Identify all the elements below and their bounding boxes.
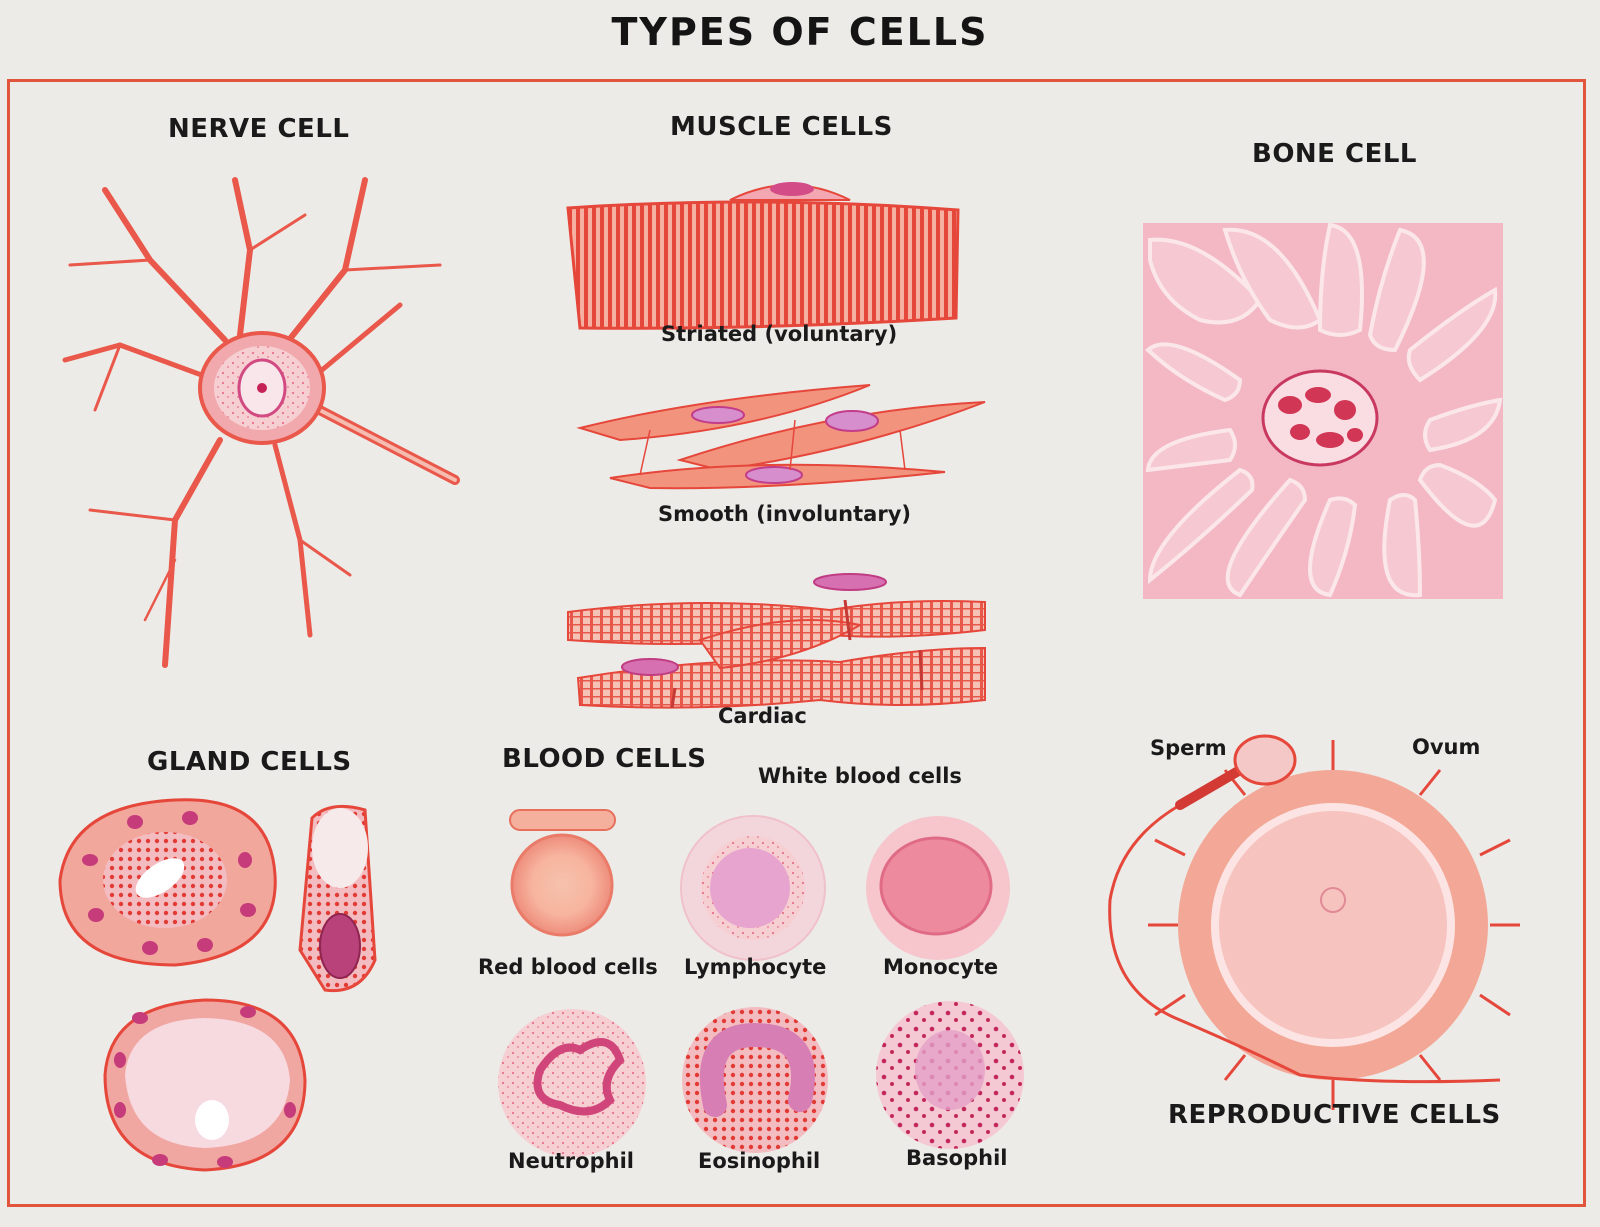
nerve-cell [62,177,460,668]
rbc-top-view [510,833,614,937]
smooth-muscle [576,384,986,490]
nerve-nucleolus [257,383,267,393]
white-blood-cells-label: White blood cells [758,764,962,788]
ovum-cell [1148,740,1520,1110]
basophil-cell [876,1001,1024,1149]
cardiac-muscle [567,573,986,709]
reproductive-cells [1108,734,1520,1110]
lymphocyte-label: Lymphocyte [684,955,827,979]
sperm-cell [1108,734,1501,1084]
bone-cell-label: BONE CELL [1252,139,1417,169]
gland-cells-label: GLAND CELLS [147,747,352,777]
reproductive-cells-label: REPRODUCTIVE CELLS [1168,1100,1501,1130]
blood-cells [498,809,1024,1157]
bone-cell [1143,222,1503,599]
blood-cells-label: BLOOD CELLS [502,744,707,774]
rbc-side-view [509,809,616,831]
cardiac-label: Cardiac [718,704,807,728]
monocyte-label: Monocyte [883,955,999,979]
basophil-label: Basophil [906,1146,1008,1170]
page-title: TYPES OF CELLS [611,10,989,54]
monocyte-cell [866,816,1010,960]
eosinophil-label: Eosinophil [698,1149,821,1173]
ovum-label: Ovum [1412,735,1481,759]
nerve-cell-label: NERVE CELL [168,114,350,144]
sperm-label: Sperm [1150,736,1227,760]
gland-cells [58,798,377,1172]
striated-label: Striated (voluntary) [661,322,898,346]
eosinophil-cell [682,1007,828,1153]
neutrophil-label: Neutrophil [508,1149,634,1173]
smooth-label: Smooth (involuntary) [658,502,911,526]
muscle-cells-label: MUSCLE CELLS [670,112,893,142]
lymphocyte-cell [680,815,826,961]
red-blood-cells-label: Red blood cells [478,955,658,979]
diagram-frame [7,79,1586,1207]
striated-muscle [566,182,960,330]
neutrophil-cell [498,1009,646,1157]
